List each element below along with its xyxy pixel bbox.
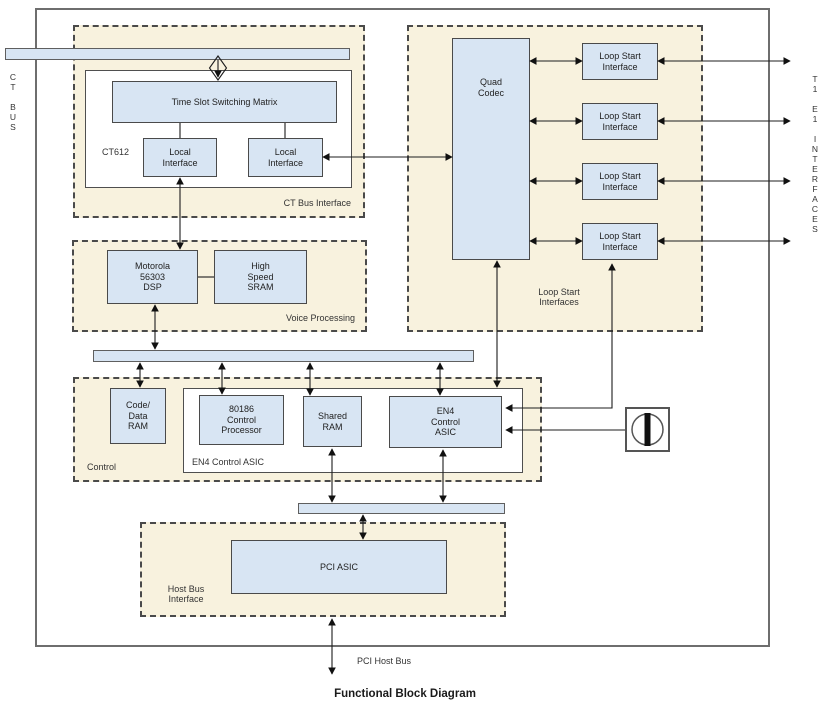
loop-start-interface-block-2: Loop Start Interface bbox=[582, 103, 658, 140]
ct-bus-interface-group-label: CT Bus Interface bbox=[283, 198, 351, 208]
code-data-ram-block: Code/ Data RAM bbox=[110, 388, 166, 444]
loop-start-interface-block-1: Loop Start Interface bbox=[582, 43, 658, 80]
oscillator-icon-glyph bbox=[631, 413, 664, 446]
high-speed-sram-block: High Speed SRAM bbox=[214, 250, 307, 304]
diagram-title: Functional Block Diagram bbox=[334, 688, 476, 700]
control-group-label: Control bbox=[87, 462, 117, 472]
t1-e1-interfaces-label: T 1 E 1 I N T E R F A C E S bbox=[811, 74, 819, 234]
time-slot-switching-matrix-block: Time Slot Switching Matrix bbox=[112, 81, 337, 123]
local-interface-right-block: Local Interface bbox=[248, 138, 323, 177]
en4-control-asic-container-label: EN4 Control ASIC bbox=[192, 457, 265, 467]
ct-bus-bar bbox=[5, 48, 350, 60]
motorola-dsp-block: Motorola 56303 DSP bbox=[107, 250, 198, 304]
voice-processing-group-label: Voice Processing bbox=[285, 313, 355, 323]
control-bus-bar bbox=[93, 350, 474, 362]
host-bus-bar bbox=[298, 503, 505, 514]
quad-codec-block: Quad Codec bbox=[452, 38, 530, 260]
ct612-label: CT612 bbox=[102, 147, 130, 157]
loop-start-interface-block-3: Loop Start Interface bbox=[582, 163, 658, 200]
ct-bus-vertical-label: C T B U S bbox=[9, 72, 17, 132]
host-bus-interface-group-label: Host Bus Interface bbox=[167, 584, 205, 604]
pci-host-bus-label: PCI Host Bus bbox=[357, 656, 412, 666]
pci-asic-block: PCI ASIC bbox=[231, 540, 447, 594]
en4-control-asic-block: EN4 Control ASIC bbox=[389, 396, 502, 448]
oscillator-icon bbox=[625, 407, 670, 452]
shared-ram-block: Shared RAM bbox=[303, 396, 362, 447]
80186-processor-block: 80186 Control Processor bbox=[199, 395, 284, 445]
local-interface-left-block: Local Interface bbox=[143, 138, 217, 177]
diagram-outer-border bbox=[35, 8, 770, 647]
loop-start-interfaces-group-label: Loop Start Interfaces bbox=[538, 287, 580, 307]
loop-start-interface-block-4: Loop Start Interface bbox=[582, 223, 658, 260]
